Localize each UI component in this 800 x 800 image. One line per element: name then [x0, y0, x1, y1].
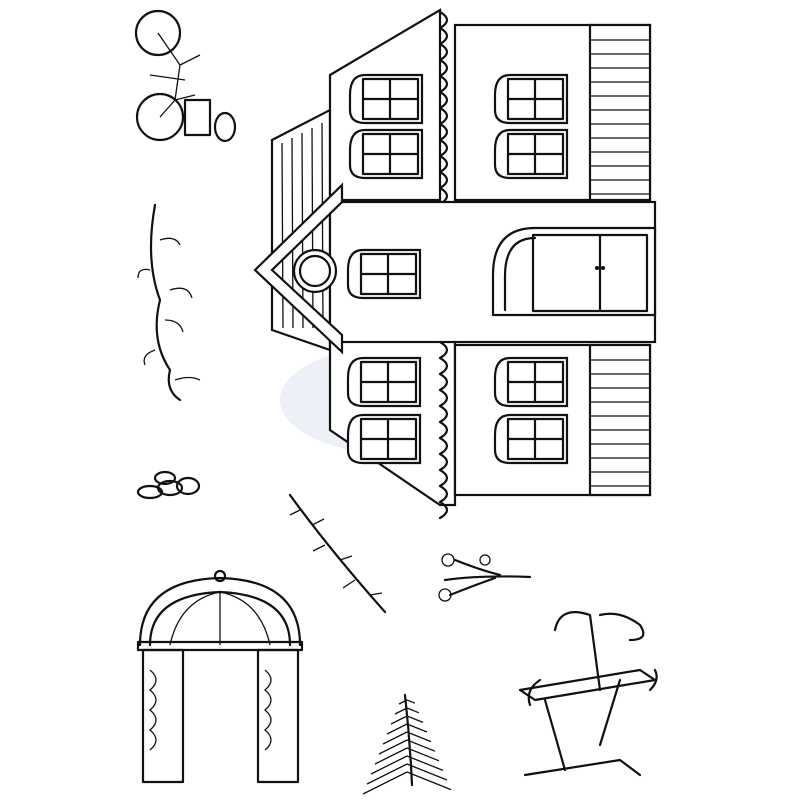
- door: [491, 226, 657, 317]
- window: [493, 356, 569, 408]
- window: [348, 128, 424, 180]
- window: [346, 356, 422, 408]
- flower-sprig-stamp-icon: [438, 553, 532, 602]
- upper-siding: [588, 23, 652, 202]
- climbing-vine-stamp-icon: [137, 203, 201, 402]
- garden-arch-stamp-icon: [136, 569, 304, 784]
- window: [493, 73, 569, 125]
- window: [493, 128, 569, 180]
- fern-stamp-icon: [362, 693, 452, 795]
- lower-siding: [588, 343, 652, 497]
- garden-bench-stamp-icon: [518, 611, 658, 777]
- house-stamp-icon: [253, 8, 657, 520]
- window: [348, 73, 424, 125]
- leafy-branch-stamp-icon: [288, 493, 387, 614]
- window: [346, 248, 422, 300]
- window: [346, 413, 422, 465]
- bicycle-stamp-icon: [134, 9, 237, 143]
- front-gable: [253, 182, 344, 355]
- window: [493, 413, 569, 465]
- stones-stamp-icon: [136, 470, 201, 500]
